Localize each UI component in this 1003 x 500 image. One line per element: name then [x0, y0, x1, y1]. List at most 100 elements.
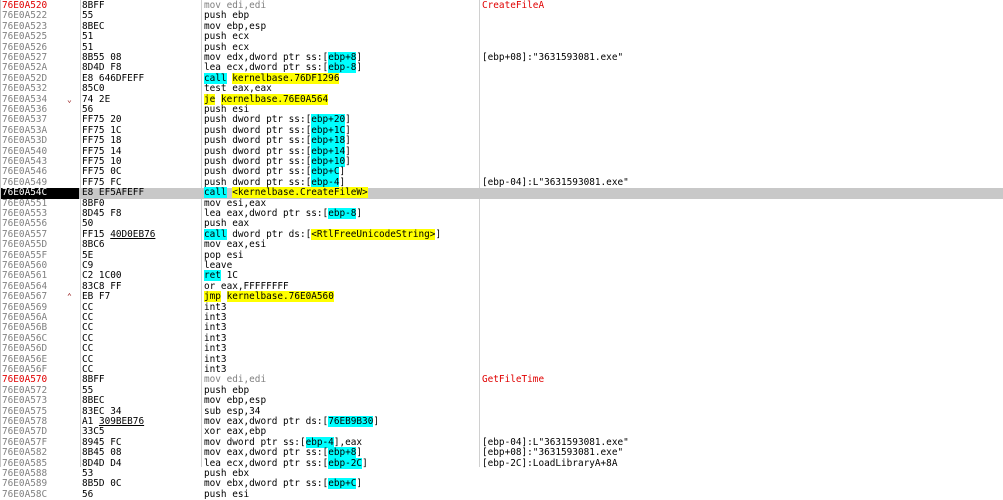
- address-cell[interactable]: 76E0A573: [2, 395, 48, 407]
- address-cell[interactable]: 76E0A557: [2, 228, 48, 240]
- address-cell[interactable]: 76E0A536: [2, 104, 48, 115]
- address-cell[interactable]: 76E0A57F: [2, 436, 48, 448]
- address-cell[interactable]: 76E0A52D: [2, 72, 48, 84]
- address-cell[interactable]: 76E0A588: [2, 468, 48, 479]
- address-cell[interactable]: 76E0A56C: [2, 332, 48, 344]
- address-cell[interactable]: 76E0A55D: [2, 239, 48, 251]
- address-cell[interactable]: 76E0A532: [2, 83, 48, 95]
- address-cell[interactable]: 76E0A56B: [2, 322, 48, 334]
- address-cell[interactable]: 76E0A540: [2, 145, 48, 157]
- address-cell[interactable]: 76E0A564: [2, 280, 48, 292]
- address-cell[interactable]: 76E0A589: [2, 478, 48, 490]
- address-cell[interactable]: 76E0A551: [2, 197, 48, 209]
- address-cell[interactable]: 76E0A56A: [2, 312, 48, 323]
- address-cell[interactable]: 76E0A58C: [2, 488, 48, 500]
- address-cell[interactable]: 76E0A523: [2, 20, 48, 32]
- address-cell[interactable]: 76E0A56D: [2, 343, 48, 355]
- address-cell[interactable]: 76E0A553: [2, 208, 48, 219]
- address-cell[interactable]: 76E0A55F: [2, 249, 48, 261]
- address-cell[interactable]: 76E0A567: [2, 291, 48, 303]
- address-cell[interactable]: 76E0A53D: [2, 135, 48, 147]
- address-cell[interactable]: 76E0A534: [2, 93, 48, 105]
- address-cell[interactable]: 76E0A57D: [2, 426, 48, 438]
- address-cell[interactable]: 76E0A572: [2, 384, 48, 396]
- address-cell[interactable]: 76E0A54C: [1, 187, 79, 199]
- instruction-cell: mov eax,dword ptr ss:[ebp+8]: [204, 447, 363, 459]
- address-cell[interactable]: 76E0A52A: [2, 62, 48, 74]
- address-cell[interactable]: 76E0A575: [2, 405, 48, 417]
- address-cell[interactable]: 76E0A585: [2, 457, 48, 469]
- instruction-cell: mov ebp,esp: [204, 20, 267, 32]
- address-cell[interactable]: 76E0A561: [2, 270, 48, 282]
- address-cell[interactable]: 76E0A543: [2, 156, 48, 167]
- address-cell[interactable]: 76E0A525: [2, 31, 48, 43]
- address-cell[interactable]: 76E0A556: [2, 218, 48, 230]
- address-cell[interactable]: 76E0A520: [2, 0, 48, 11]
- address-cell[interactable]: 76E0A549: [2, 176, 48, 188]
- address-cell[interactable]: 76E0A527: [2, 52, 48, 63]
- address-cell[interactable]: 76E0A570: [2, 374, 48, 386]
- address-cell[interactable]: 76E0A526: [2, 41, 48, 53]
- address-cell[interactable]: 76E0A56E: [2, 353, 48, 365]
- address-cell[interactable]: 76E0A560: [2, 260, 48, 271]
- address-cell[interactable]: 76E0A53A: [2, 124, 48, 136]
- address-cell[interactable]: 76E0A522: [2, 10, 48, 22]
- address-cell[interactable]: 76E0A578: [2, 416, 48, 427]
- address-cell[interactable]: 76E0A546: [2, 166, 48, 178]
- address-cell[interactable]: 76E0A582: [2, 447, 48, 459]
- address-cell[interactable]: 76E0A569: [2, 301, 48, 313]
- address-cell[interactable]: 76E0A56F: [2, 364, 48, 375]
- instruction-cell: push ebp: [204, 10, 250, 22]
- address-cell[interactable]: 76E0A537: [2, 114, 48, 126]
